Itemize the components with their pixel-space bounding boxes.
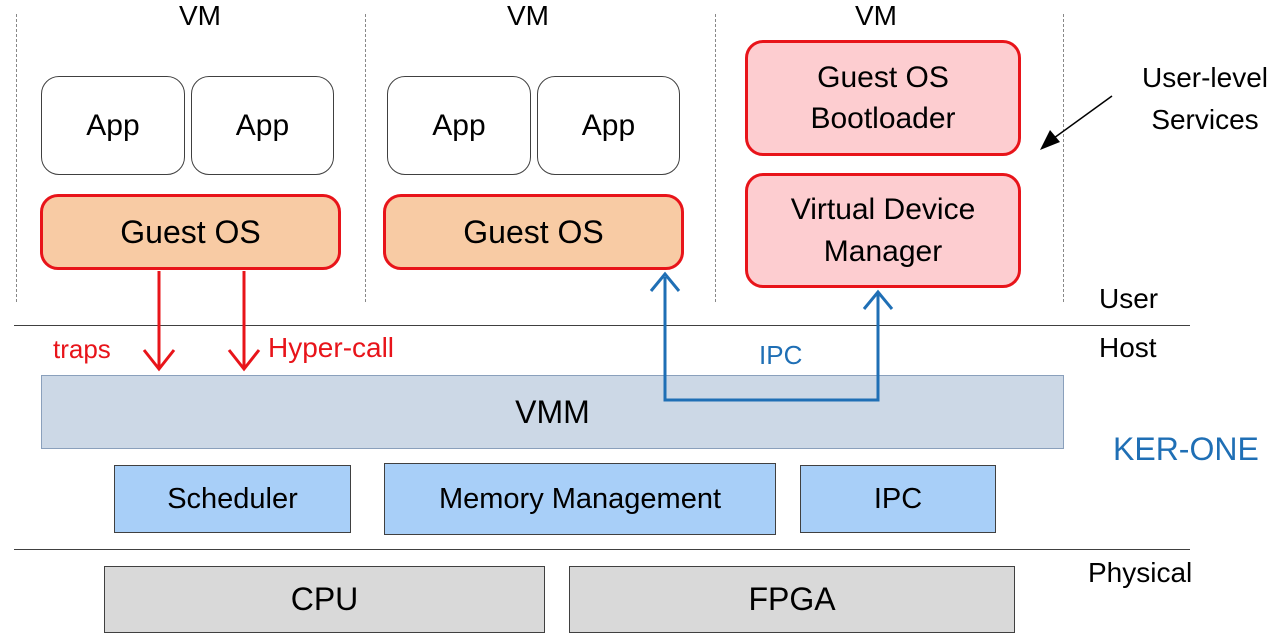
host-physical-boundary xyxy=(14,549,1190,550)
vm1-app-2-label: App xyxy=(235,108,290,142)
vm-separator-3 xyxy=(715,14,716,302)
vm-label-3: VM xyxy=(855,0,897,31)
fpga-label: FPGA xyxy=(748,581,836,617)
user-layer-label: User xyxy=(1099,283,1159,314)
vm2-app-2-label: App xyxy=(581,108,636,142)
user-services-pointer xyxy=(1040,95,1113,150)
traps-label: traps xyxy=(53,334,111,364)
cpu-box: CPU xyxy=(104,566,545,633)
scheduler-box: Scheduler xyxy=(114,465,351,533)
vm1-app-2: App xyxy=(191,76,334,175)
virtual-device-manager: Virtual Device Manager xyxy=(745,173,1021,288)
guest-os-bootloader-label: Guest OS Bootloader xyxy=(810,60,956,135)
user-level-services-label: User-level Services xyxy=(1141,62,1269,135)
vm2-app-2: App xyxy=(537,76,680,175)
vm-separator-4 xyxy=(1063,14,1064,302)
vm2-guest-os: Guest OS xyxy=(383,194,684,270)
vm1-app-1-label: App xyxy=(86,108,140,142)
vmm-box: VMM xyxy=(41,375,1064,449)
fpga-box: FPGA xyxy=(569,566,1015,633)
vm1-app-1: App xyxy=(41,76,185,175)
memory-management-label: Memory Management xyxy=(438,482,722,515)
vm-separator-2 xyxy=(365,14,366,302)
memory-management-box: Memory Management xyxy=(384,463,776,535)
virtual-device-manager-label: Virtual Device Manager xyxy=(790,193,976,268)
hypercall-label: Hyper-call xyxy=(268,332,395,363)
hypercall-arrow xyxy=(227,271,261,372)
ipc-arrow xyxy=(649,271,894,402)
vm-separator-1 xyxy=(16,14,17,302)
vm1-guest-os: Guest OS xyxy=(40,194,341,270)
vm2-guest-os-label: Guest OS xyxy=(463,213,604,250)
ipc-arrow-label: IPC xyxy=(759,340,803,370)
guest-os-bootloader: Guest OS Bootloader xyxy=(745,40,1021,156)
vm-label-2: VM xyxy=(507,0,549,31)
vm-label-1: VM xyxy=(179,0,221,31)
vm1-guest-os-label: Guest OS xyxy=(120,213,261,250)
ipc-label: IPC xyxy=(873,482,923,515)
user-host-boundary xyxy=(14,325,1190,326)
traps-arrow xyxy=(142,271,176,372)
vmm-label: VMM xyxy=(515,393,590,430)
scheduler-label: Scheduler xyxy=(167,482,298,515)
ipc-box: IPC xyxy=(800,465,996,533)
physical-layer-label: Physical xyxy=(1088,557,1193,588)
ker-one-label: KER-ONE xyxy=(1113,431,1259,467)
host-layer-label: Host xyxy=(1099,332,1157,363)
vm2-app-1-label: App xyxy=(432,108,486,142)
vm2-app-1: App xyxy=(387,76,531,175)
cpu-label: CPU xyxy=(290,581,359,617)
